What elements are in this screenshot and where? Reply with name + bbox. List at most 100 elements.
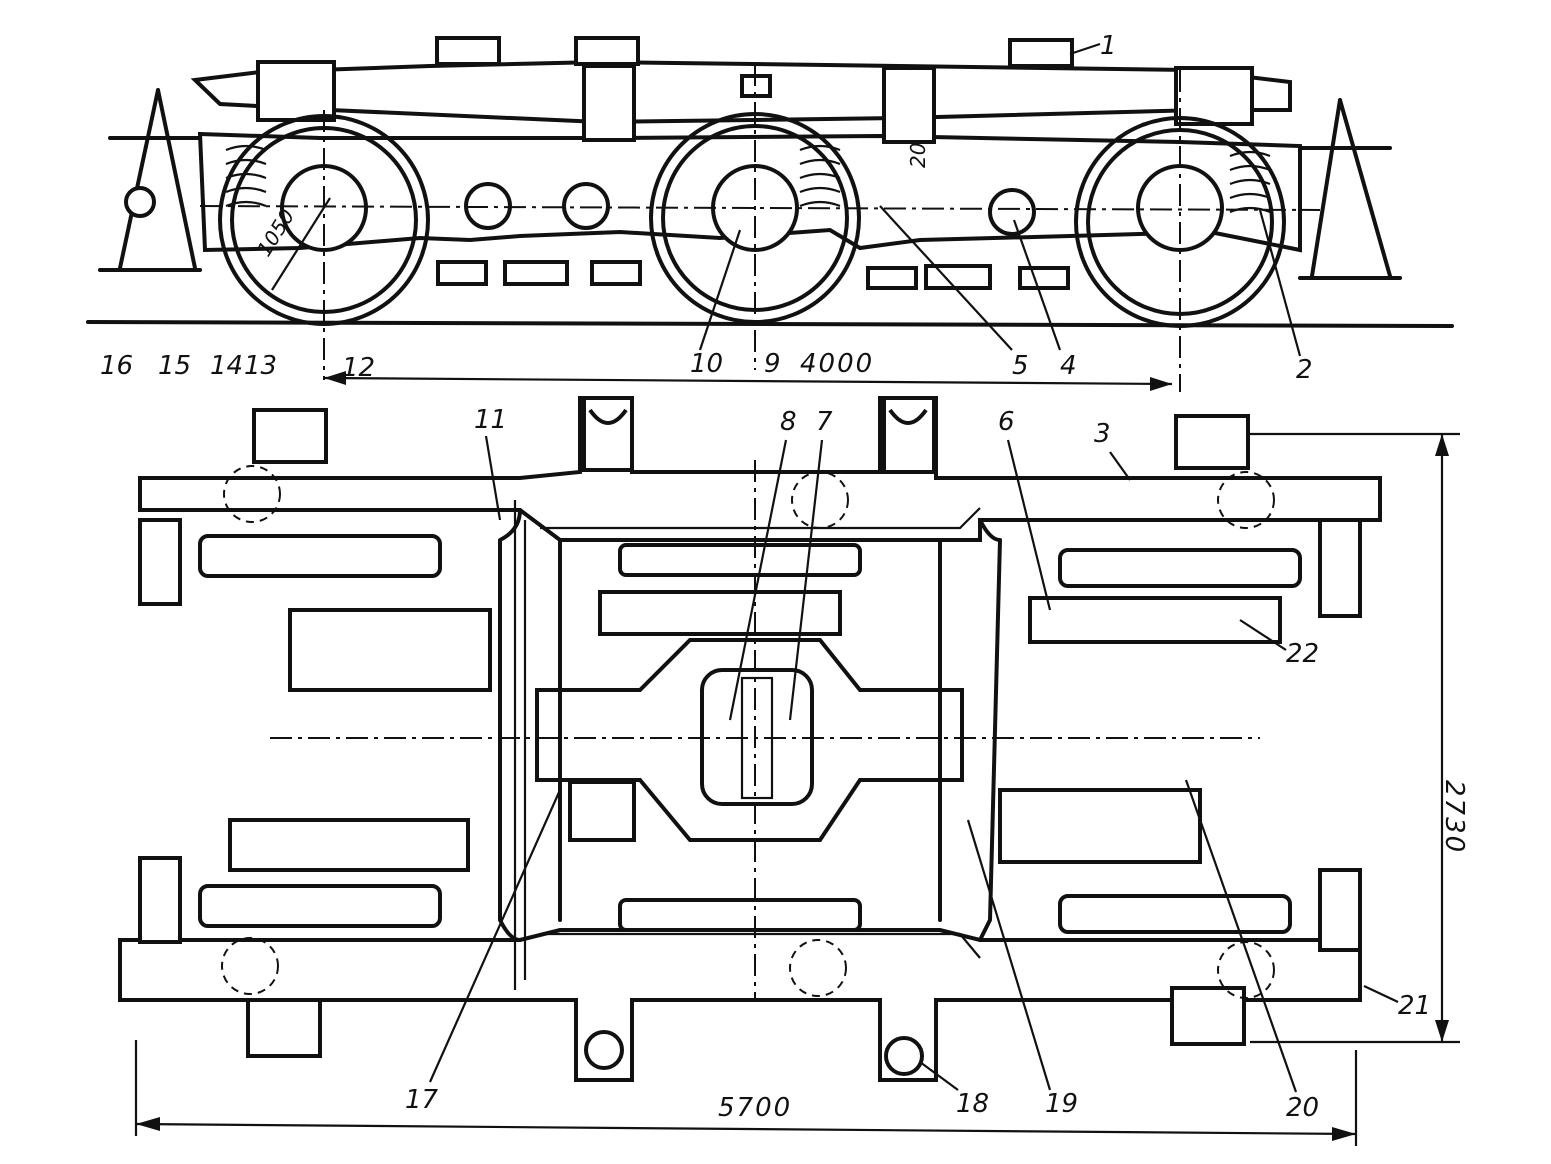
axlebox-plan-4 (1318, 868, 1362, 952)
roof-pad-1 (435, 36, 501, 66)
leader-7 (788, 439, 824, 721)
pedestal-bracket-2 (882, 396, 936, 474)
leader-5 (879, 205, 1013, 351)
axlebox-plan-1 (138, 518, 182, 606)
leader-8 (728, 439, 788, 721)
wheelset-left-top (198, 534, 442, 578)
hidden-wheel-3 (1217, 471, 1275, 529)
end-box-right (1174, 66, 1254, 126)
leader-19 (966, 819, 1052, 1091)
callout-17: 17 (405, 1085, 439, 1115)
pedestal-bracket-3 (584, 1030, 624, 1070)
spring-housing-2 (1174, 414, 1250, 470)
brake-link-2 (590, 260, 642, 286)
frame-hole-1 (464, 182, 512, 230)
leader-22 (1239, 619, 1287, 651)
traction-motor-right (998, 788, 1202, 864)
callout-21: 21 (1398, 991, 1431, 1021)
coil-spring-middle (799, 144, 841, 208)
traction-motor-left (288, 608, 492, 692)
spring-housing-1 (252, 408, 328, 464)
frame-hole-3 (988, 188, 1036, 236)
axlebox-plan-2 (138, 856, 182, 944)
coil-spring-right (1229, 150, 1271, 214)
callout-2: 2 (1296, 355, 1313, 385)
plan-view: 2730 5700 3 6 7 8 11 17 18 19 20 21 22 (118, 396, 1469, 1146)
length-dim-line (135, 1122, 1357, 1136)
callout-12: 12 (342, 353, 375, 383)
spring-housing-4 (1170, 986, 1246, 1046)
leader-3 (1109, 451, 1131, 481)
end-box-left (256, 60, 336, 122)
callout-4: 4 (1060, 351, 1077, 381)
leader-11 (484, 435, 502, 521)
leader-10 (698, 229, 742, 351)
wheelset-center-top (618, 543, 862, 577)
hidden-wheel-1 (223, 465, 281, 523)
frame-hole-2 (562, 182, 610, 230)
pedestal-bracket-4 (884, 1036, 924, 1076)
brake-link-4 (1018, 266, 1070, 290)
coil-spring-left (225, 144, 267, 208)
lever-pivot-left (124, 186, 156, 218)
end-lever-right (1298, 98, 1402, 280)
motor-block-center (568, 780, 636, 842)
brake-link-3 (866, 266, 918, 290)
left-inner-loop (498, 508, 522, 942)
spring-gap-label: 20 (906, 143, 930, 168)
callout-1: 1 (1100, 31, 1117, 61)
leader-2 (1258, 209, 1302, 357)
callout-14: 14 (210, 351, 243, 381)
callout-8: 8 (780, 407, 797, 437)
width-arrow-top (1435, 434, 1449, 456)
roof-pad-2 (574, 36, 640, 66)
brake-rod-1 (503, 260, 569, 286)
wheel-diameter-leader (271, 197, 331, 291)
callout-7: 7 (816, 407, 833, 437)
gear-case-right (1028, 596, 1282, 644)
callout-9: 9 (764, 349, 781, 379)
width-arrow-bottom (1435, 1020, 1449, 1042)
length-label: 5700 (718, 1093, 792, 1123)
spring-housing-3 (246, 998, 322, 1058)
pedestal-1 (582, 64, 636, 142)
brake-pipes (513, 500, 981, 990)
wheelbase-arrow-left (324, 371, 346, 385)
wheelset-right-bottom (1058, 894, 1292, 934)
pedestal-2 (882, 66, 936, 144)
callout-10: 10 (690, 349, 723, 379)
callout-6: 6 (998, 407, 1015, 437)
wheelset-left-bottom (198, 884, 442, 928)
brake-rod-2 (924, 264, 992, 290)
hidden-wheel-5 (789, 939, 847, 997)
leader-20 (1184, 779, 1298, 1093)
side-elevation-view: 1050 20 4000 1 2 4 5 9 10 12 13 14 15 16 (86, 31, 1454, 392)
callout-15: 15 (158, 351, 191, 381)
hidden-wheel-4 (221, 937, 279, 995)
right-inner-loop (978, 518, 1002, 942)
frame-centerline (199, 205, 1321, 211)
leader-1 (1069, 42, 1101, 56)
length-arrow-right (1332, 1127, 1356, 1141)
inner-frame-sides (558, 538, 942, 922)
callout-19: 19 (1045, 1089, 1078, 1119)
leader-21 (1363, 985, 1399, 1003)
length-arrow-left (136, 1117, 160, 1131)
wheelbase-dim-line (323, 376, 1173, 386)
end-lever-left (98, 88, 202, 272)
callout-5: 5 (1012, 351, 1029, 381)
wheelset-center-bottom (618, 898, 862, 932)
callout-16: 16 (100, 351, 133, 381)
leader-6 (1006, 439, 1052, 611)
axlebox-plan-3 (1318, 518, 1362, 618)
pedestal-bracket-1 (582, 396, 634, 472)
wheelbase-label: 4000 (800, 349, 874, 379)
callout-11: 11 (474, 405, 507, 435)
hidden-wheel-6 (1217, 941, 1275, 999)
leader-17 (428, 789, 562, 1083)
gear-case-left (228, 818, 470, 872)
callout-22: 22 (1286, 639, 1319, 669)
brake-link-1 (436, 260, 488, 286)
wheelbase-arrow-right (1150, 377, 1172, 391)
callout-13: 13 (244, 351, 277, 381)
